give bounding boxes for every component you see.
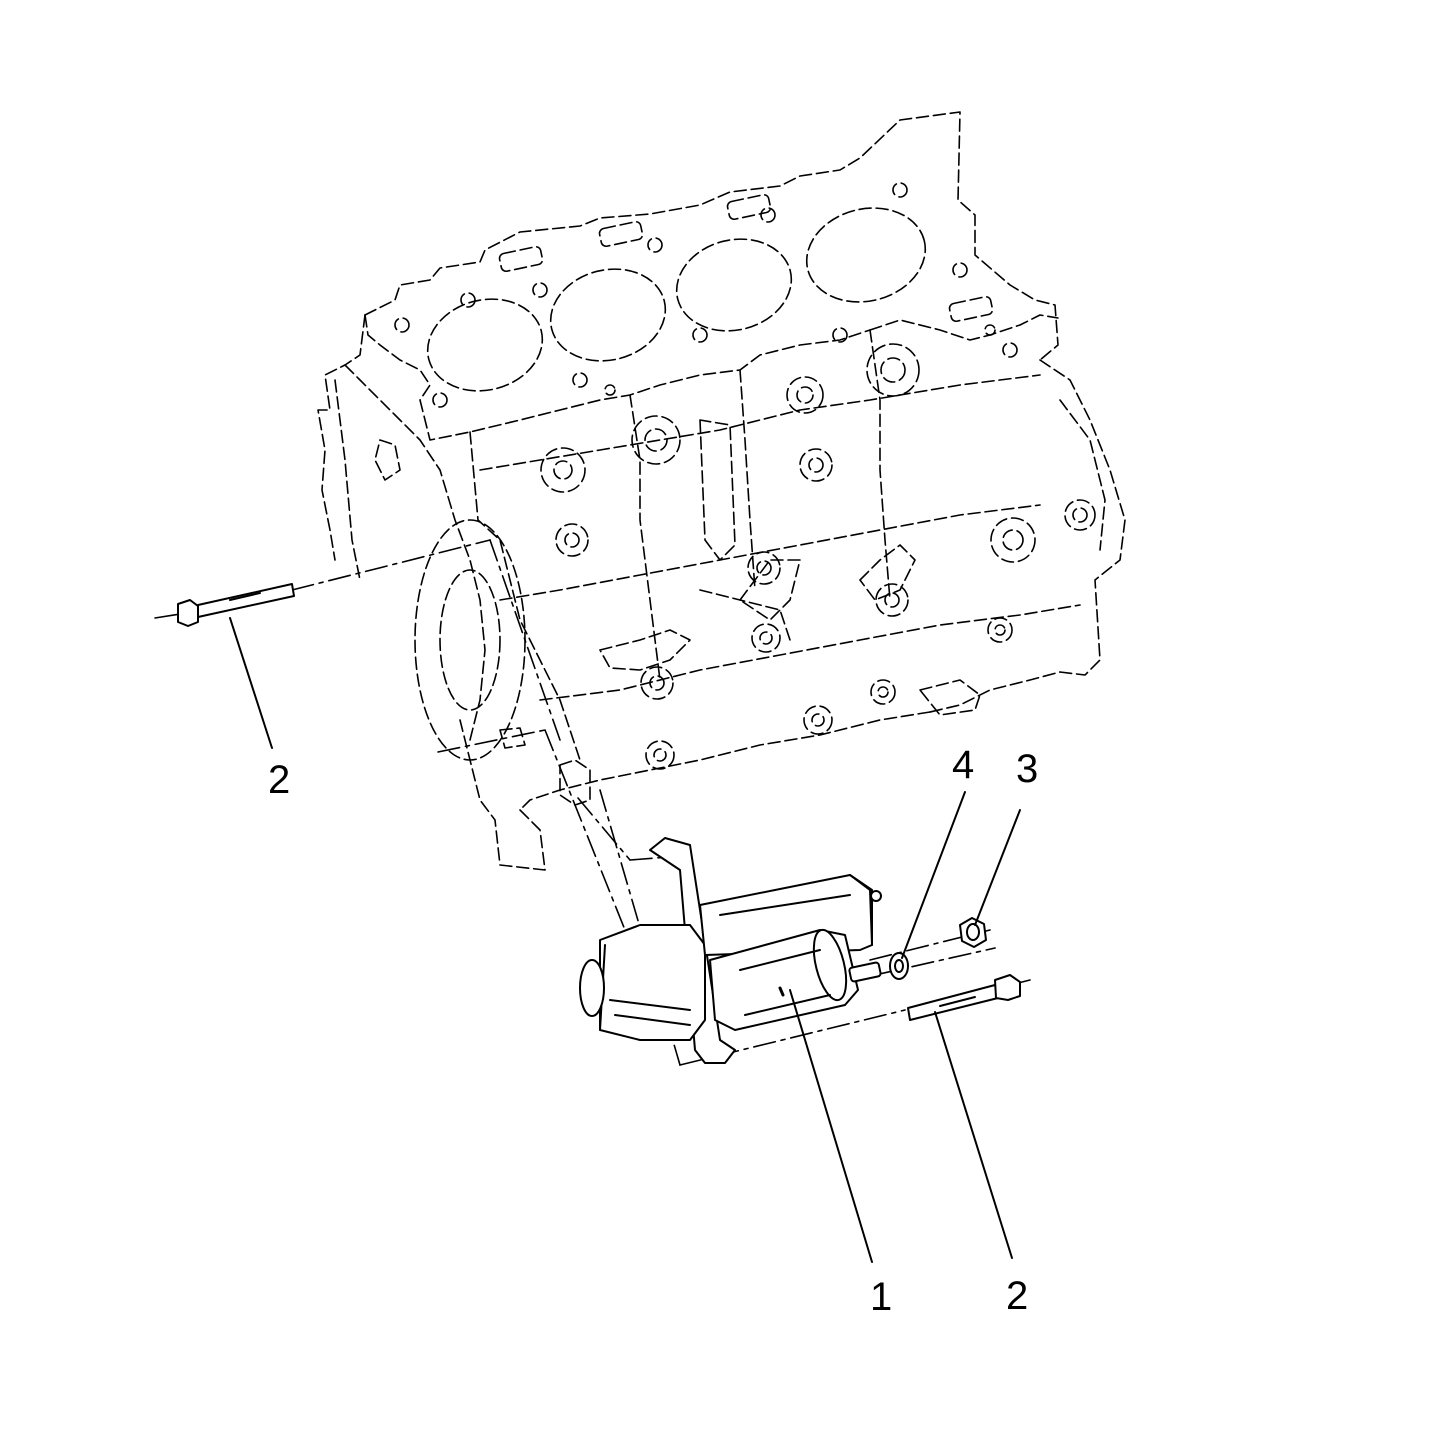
bolt-left — [178, 584, 294, 626]
bolt-right — [908, 975, 1020, 1020]
callout-2-bolt-right: 2 — [1006, 1274, 1029, 1318]
leader-lines — [230, 618, 1020, 1262]
nut — [960, 918, 986, 947]
callout-2-bolt-left: 2 — [268, 758, 291, 802]
engine-block — [318, 112, 1125, 870]
callout-4-washer: 4 — [952, 743, 975, 787]
callout-3-nut: 3 — [1016, 747, 1039, 791]
callout-1-starter: 1 — [870, 1275, 893, 1319]
starter-motor — [580, 838, 881, 1063]
washer — [890, 953, 908, 979]
